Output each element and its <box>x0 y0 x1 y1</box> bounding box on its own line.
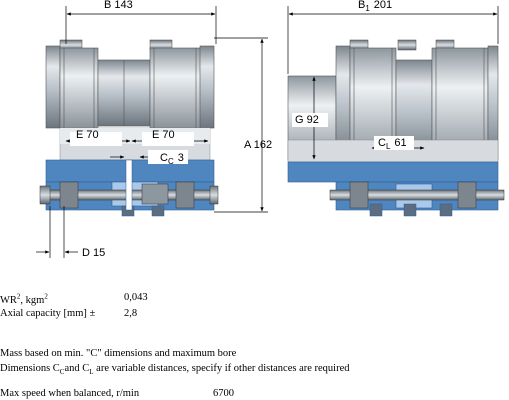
right-hub <box>149 47 203 129</box>
left-coupling-view <box>39 39 219 217</box>
right-flange <box>199 45 215 129</box>
wr2-label: WR2, kgm2 <box>0 292 48 306</box>
dim-g: G 92 <box>295 114 319 126</box>
dim-e-left: E 70 <box>76 129 99 141</box>
dims-note: Dimensions CCand CL are variable distanc… <box>0 363 350 377</box>
speed-row: Max speed when balanced, r/min 6700 <box>0 388 234 399</box>
speed-value: 6700 <box>213 388 234 399</box>
wr2-row: WR2, kgm2 0,043 <box>0 292 148 306</box>
speed-label: Max speed when balanced, r/min <box>0 388 140 399</box>
dim-e-right: E 70 <box>152 129 175 141</box>
left-flange <box>45 45 61 129</box>
mass-note: Mass based on min. "C" dimensions and ma… <box>0 348 237 359</box>
axial-label: Axial capacity [mm] ± <box>0 308 96 319</box>
left-hub <box>59 47 99 129</box>
dim-b: B 143 <box>104 0 133 11</box>
dim-a: A 162 <box>244 139 272 151</box>
axial-value: 2,8 <box>124 308 138 319</box>
wr2-value: 0,043 <box>124 292 148 303</box>
axial-row: Axial capacity [mm] ± 2,8 <box>0 308 137 319</box>
dim-d: D 15 <box>82 247 105 259</box>
right-coupling-view <box>287 39 505 217</box>
